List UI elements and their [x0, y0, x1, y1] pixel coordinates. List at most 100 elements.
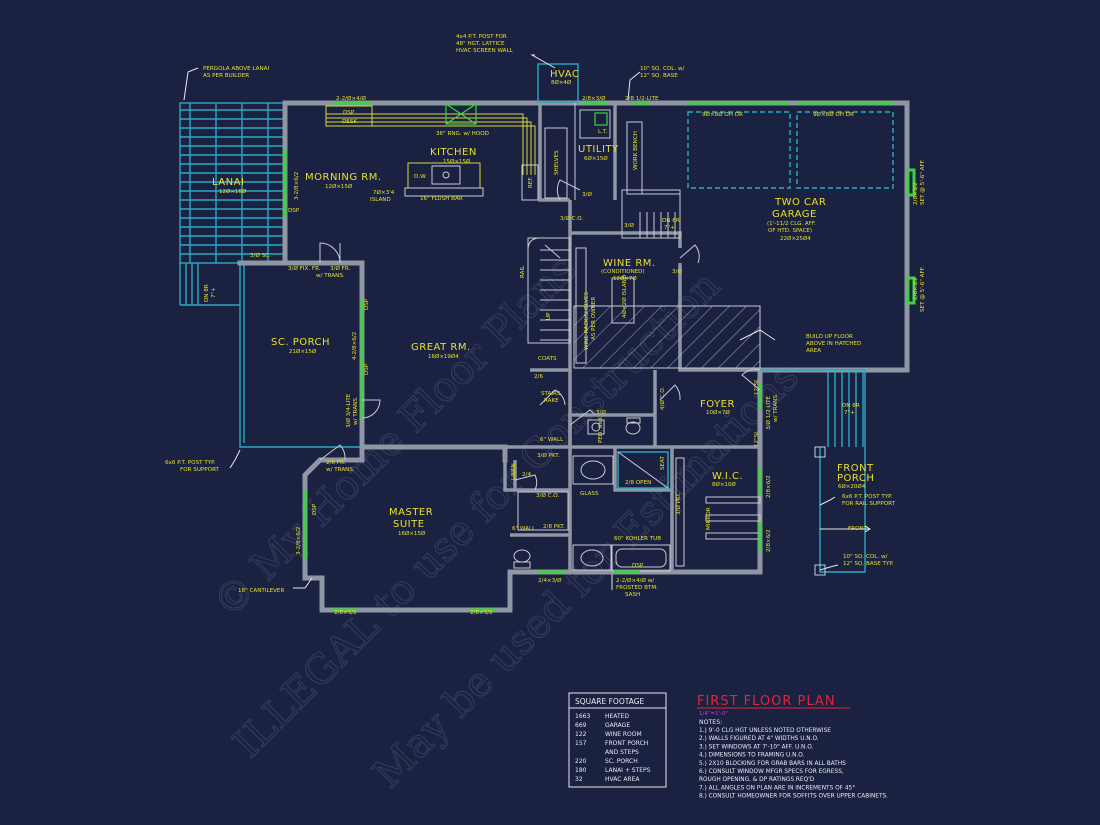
room-labels: LANAI 12Ø×16Ø MORNING RM. 12Ø×15Ø KITCHE… [212, 69, 874, 537]
plan-title-block: FIRST FLOOR PLAN 1/4"=1'-0" NOTES: 1.) 9… [697, 694, 888, 800]
label-ref: REF. [528, 176, 534, 188]
label-desk: DESK [342, 119, 357, 125]
label-co-3: 3/Ø C.O. [536, 492, 559, 499]
annotations: PERGOLA ABOVE LANAI AS PER BUILDER 4x4 P… [165, 34, 926, 616]
lanai-pergola [179, 102, 286, 306]
label-d11: 2/6 FR. [326, 460, 346, 466]
sqft-value: 1663 [575, 713, 590, 720]
room-wic-size: 8Ø×10Ø [712, 481, 736, 488]
label-pergola-2: AS PER BUILDER [203, 73, 249, 79]
label-wine-island: 4Ø×2Ø ISLAND [621, 275, 628, 318]
room-great-name: GREAT RM. [411, 342, 471, 353]
label-pkt-2: 2/8 PKT. [543, 524, 565, 530]
label-hood: 36" RNG. w/ HOOD [436, 131, 489, 137]
label-trans-4: w/ TRANS. [773, 393, 779, 422]
label-shelves: SHELVES [554, 150, 560, 175]
label-dnleft-2: 7"+ [211, 287, 217, 298]
label-workbench: WORK BENCH [633, 131, 639, 170]
label-trans: w/ TRANS. [316, 273, 345, 279]
label-post-top-3: HVAC SCREEN WALL [456, 48, 514, 54]
sqft-label: AND STEPS [605, 749, 639, 756]
room-wine-size: 12Ø×7Ø [613, 275, 637, 282]
sqft-value: 220 [575, 758, 587, 765]
label-d18: 2/6 [534, 374, 543, 380]
label-coats: COATS [538, 356, 557, 362]
label-dsp-3: DSP [364, 363, 370, 375]
label-wall6-b: 6" WALL [512, 526, 536, 532]
room-garage-name: TWO CAR [774, 197, 826, 208]
label-dsp-1: DSP [288, 208, 300, 214]
room-morning-name: MORNING RM. [305, 172, 382, 183]
room-frontporch-name2: PORCH [837, 473, 874, 484]
label-d21: 3/Ø [624, 222, 634, 229]
label-island-2: ISLAND [370, 197, 391, 203]
sqft-value: 669 [575, 722, 587, 729]
label-d13: 2/8×6/2 [766, 475, 772, 498]
room-frontporch-size: 6Ø×20Ø4 [838, 483, 866, 490]
sqft-label: GARAGE [605, 722, 630, 729]
room-garage-size: 22Ø×25Ø4 [780, 235, 811, 242]
kitchen-details [325, 103, 611, 201]
label-kohler: 60" KOHLER TUB [614, 536, 661, 542]
label-garage-door-1: 9Ø×8Ø OH DR [702, 111, 743, 118]
sqft-value: 180 [575, 767, 587, 774]
label-glass: GLASS [580, 491, 599, 497]
room-wine-name: WINE RM. [603, 258, 656, 269]
label-d10: 3/Ø 3/4-LITE [345, 393, 352, 428]
room-wic-name: W.I.C. [712, 471, 743, 482]
label-col-base: 10" SQ. COL. w/ [843, 554, 888, 560]
front-porch-outline [760, 369, 866, 576]
sqft-value: 32 [575, 776, 583, 783]
label-d6: 2/4×3/Ø [538, 577, 562, 584]
note-item: 1.) 9'-0 CLG HGT UNLESS NOTED OTHERWISE [699, 728, 831, 734]
screen-porch-outline [239, 263, 362, 448]
label-frosted-2: FROSTED BTM. [616, 585, 658, 591]
sqft-title: SQUARE FOOTAGE [575, 697, 645, 706]
sqft-value: 122 [575, 731, 587, 738]
room-scporch-name: SC. PORCH [271, 337, 330, 348]
label-col-top-2: 12" SQ. BASE [640, 73, 678, 79]
room-scporch-size: 21Ø×15Ø [289, 348, 317, 355]
label-frosted: 2-2/Ø×4/Ø w/ [616, 577, 654, 584]
label-d26: 12"SL [754, 430, 760, 447]
label-fixfr-2: 3/Ø FR. [330, 265, 351, 272]
door-swings [319, 179, 761, 491]
label-set-1: SET @ 5'-6" AFF. [920, 159, 926, 205]
leader-lines [183, 54, 871, 590]
sqft-label: LANAI + STEPS [605, 767, 651, 774]
label-pkt: 3/Ø PKT. [537, 452, 560, 459]
label-col-base-2: 12" SQ. BASE TYP. [843, 561, 894, 567]
label-wine-rack: WINE RACK/SHELVES [584, 291, 590, 350]
label-wine-rack-2: AS PER OWNER [591, 297, 597, 340]
label-mirror: MIRROR [706, 507, 712, 530]
label-dsp-2: DSP [364, 298, 370, 310]
label-post-top: 4x4 P.T. POST FOR [456, 34, 507, 40]
wic-shelves [675, 457, 761, 567]
label-buildup: BUILD UP FLOOR [806, 334, 853, 340]
bath-fixtures [513, 417, 671, 572]
room-lanai-size: 12Ø×16Ø [219, 188, 247, 195]
sqft-label: SC. PORCH [605, 758, 638, 765]
room-foyer-name: FOYER [700, 399, 735, 410]
note-item: 3.) SET WINDOWS AT 7'-10" AFF. U.N.O. [699, 744, 814, 750]
room-hvac-name: HVAC [550, 69, 579, 80]
note-item: ROUGH OPENING, & DP RATINGS REQ'D [699, 777, 815, 783]
label-post6x6-2: FOR SUPPORT [180, 467, 220, 473]
room-lanai-name: LANAI [212, 177, 244, 188]
sqft-label: WINE ROOM [605, 731, 642, 738]
room-utility-name: UTILITY [578, 144, 619, 155]
room-utility-size: 6Ø×15Ø [584, 155, 608, 162]
label-island: 7Ø×3'4 [373, 189, 395, 196]
label-d25: 12"SL [754, 378, 760, 395]
label-seat: SEAT [660, 456, 666, 470]
room-kitchen-size: 15Ø×15Ø [443, 158, 471, 165]
note-item: 4.) DIMENSIONS TO FRAMING U.N.O. [699, 753, 805, 759]
label-d3: 2/8 1/2-LITE [625, 96, 659, 102]
label-d22: 2/8×5/2 [334, 610, 357, 616]
label-ped-snk: PED. SNK [598, 416, 604, 443]
label-buildup-2: ABOVE IN HATCHED [806, 341, 861, 347]
label-open: 2/8 OPEN [625, 480, 651, 486]
label-rail: RAIL [520, 265, 526, 278]
label-stairs-rake: STAIRS [541, 391, 561, 397]
